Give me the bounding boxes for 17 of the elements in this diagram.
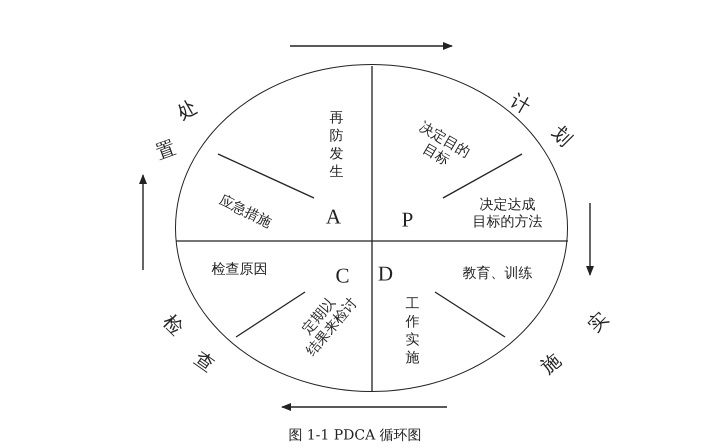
note-text: 定期以结果来检讨 xyxy=(298,293,362,360)
note-text: 检查原因 xyxy=(212,261,268,278)
note-text: 再防发生 xyxy=(329,108,344,180)
quadrant-letter: A xyxy=(326,208,342,225)
quadrant-letter: 决定达成目标的方法 xyxy=(472,196,542,230)
note-text: 教育、训练 xyxy=(462,265,532,282)
quadrant-letter: D xyxy=(378,265,394,282)
stage-label: 计划 xyxy=(507,91,575,149)
quadrant-letter: C xyxy=(336,267,350,284)
stage-label: 处置 xyxy=(153,97,200,163)
note-text: 决定目的目标 xyxy=(414,118,472,170)
note-text: 工作实施 xyxy=(405,294,420,366)
note-text: 应急措施 xyxy=(216,192,274,232)
note-text: P xyxy=(402,211,414,228)
figure-caption: 图 1-1 PDCA 循环图 xyxy=(288,428,422,444)
stage-label: 实施 xyxy=(538,309,611,377)
stage-label: 检查 xyxy=(160,312,217,375)
